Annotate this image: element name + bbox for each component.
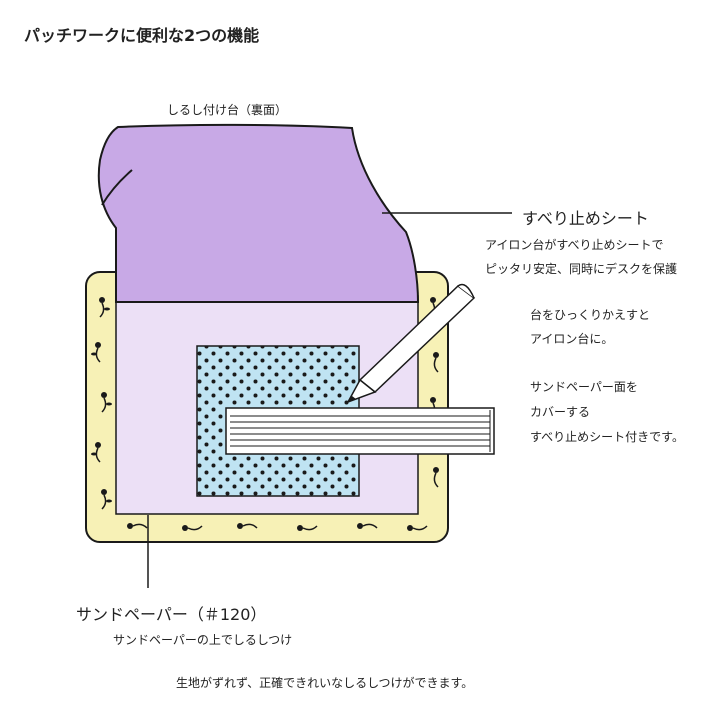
sheet-fold xyxy=(101,169,133,206)
nonslip-desc-line1: アイロン台がすべり止めシートで xyxy=(485,238,664,252)
cover-note-line1: サンドペーパー面を xyxy=(530,380,638,394)
page-title: パッチワークに便利な2つの機能 xyxy=(24,26,260,45)
sandpaper-desc: サンドペーパーの上でしるしつけ xyxy=(113,633,293,647)
ruler-icon xyxy=(225,407,495,455)
floral-pattern xyxy=(91,297,439,531)
sandpaper-label: サンドペーパー（＃120） xyxy=(76,605,267,624)
flip-note-line1: 台をひっくりかえすと xyxy=(530,308,651,322)
cover-note-line2: カバーする xyxy=(530,405,591,419)
nonslip-desc-line2: ピッタリ安定、同時にデスクを保護 xyxy=(485,262,678,276)
marking-board-label: しるし付け台（裏面） xyxy=(167,103,288,117)
flip-note-line2: アイロン台に。 xyxy=(530,332,614,346)
nonslip-sheet xyxy=(97,123,420,303)
nonslip-sheet-label: すべり止めシート xyxy=(522,209,649,228)
cover-note-line3: すべり止めシート付きです。 xyxy=(530,430,684,444)
pencil-icon xyxy=(346,283,476,404)
bottom-note: 生地がずれず、正確できれいなしるしつけができます。 xyxy=(176,676,474,690)
